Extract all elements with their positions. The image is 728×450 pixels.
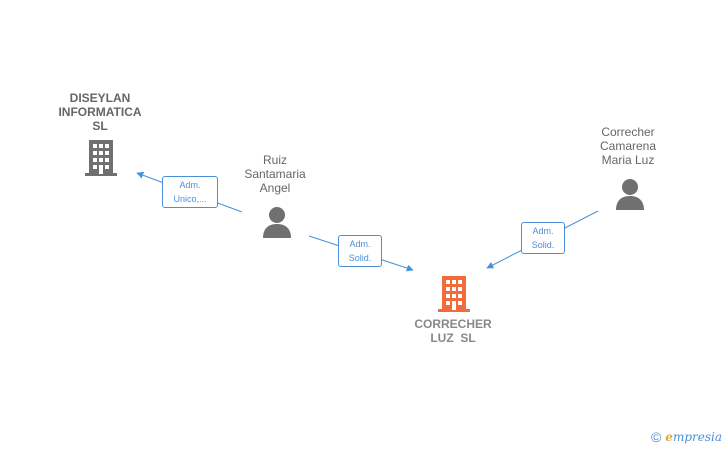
node-label-diseylan[interactable]: DISEYLAN INFORMATICA SL — [40, 91, 160, 133]
footer-brand: © empresia — [651, 430, 722, 444]
label-line: CORRECHER — [414, 317, 492, 331]
edge-label-line: Solid. — [348, 253, 372, 263]
node-label-ruiz[interactable]: Ruiz Santamaria Angel — [225, 153, 325, 195]
edge-label-line: Unico,... — [173, 194, 207, 204]
person-icon[interactable] — [262, 206, 292, 238]
edge-label-line: Adm. — [179, 180, 201, 190]
edge-label-adm-solid[interactable]: Adm. Solid. — [521, 222, 565, 254]
label-line: INFORMATICA — [58, 105, 142, 119]
brand-rest: mpresia — [672, 430, 722, 444]
label-line: Ruiz — [262, 153, 287, 167]
brand-initial: e — [665, 430, 673, 444]
edge-label-line: Adm. — [532, 226, 554, 236]
building-icon[interactable] — [438, 276, 470, 312]
label-line: Camarena — [599, 139, 657, 153]
edge-label-line: Solid. — [531, 240, 555, 250]
label-line: Correcher — [601, 125, 655, 139]
edge-label-adm-unico[interactable]: Adm. Unico,... — [162, 176, 218, 208]
node-label-correcher-luz[interactable]: CORRECHER LUZ SL — [393, 317, 513, 345]
edge-label-adm-solid[interactable]: Adm. Solid. — [338, 235, 382, 267]
edge-label-line: Adm. — [349, 239, 371, 249]
brand-logo[interactable]: empresia — [665, 430, 722, 444]
label-line: LUZ SL — [430, 331, 476, 345]
building-icon[interactable] — [85, 140, 117, 176]
label-line: SL — [92, 119, 108, 133]
label-line: Maria Luz — [601, 153, 655, 167]
label-line: Angel — [259, 181, 291, 195]
label-line: DISEYLAN — [69, 91, 131, 105]
person-icon[interactable] — [615, 178, 645, 210]
node-label-correcher-person[interactable]: Correcher Camarena Maria Luz — [578, 125, 678, 167]
label-line: Santamaria — [244, 167, 306, 181]
copyright-icon: © — [650, 429, 662, 445]
